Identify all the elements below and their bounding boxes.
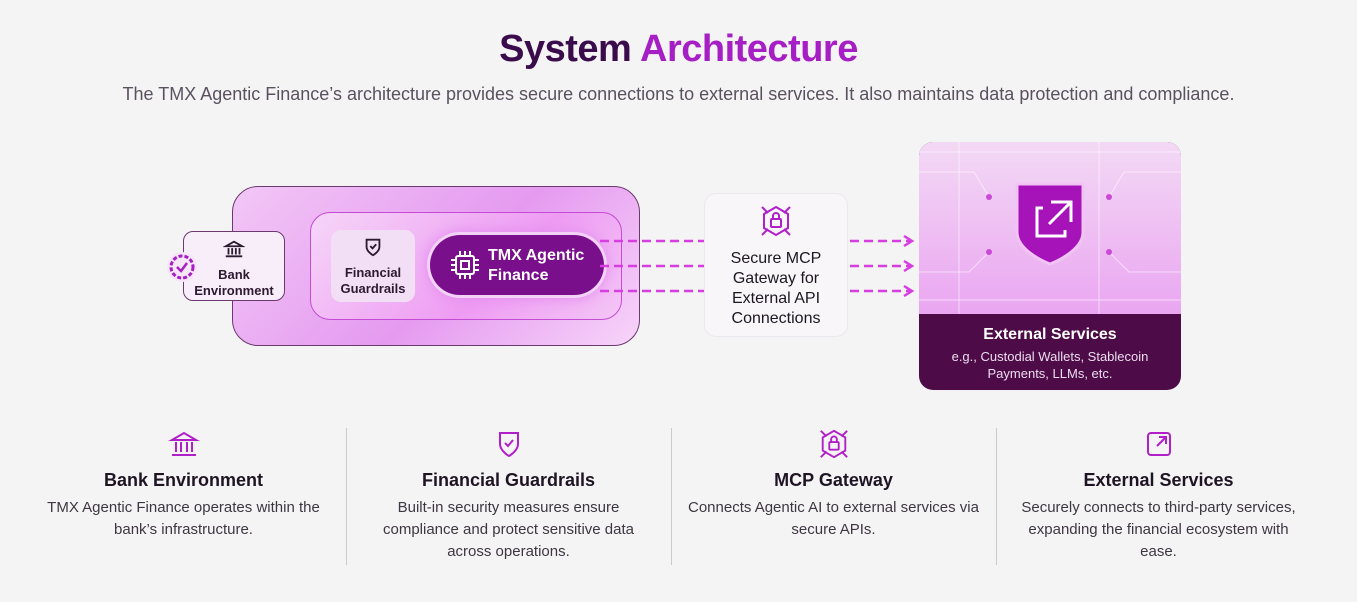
feature-desc: Connects Agentic AI to external services… bbox=[688, 499, 979, 538]
title-accent: Architecture bbox=[640, 28, 858, 70]
feature-external-services: External Services Securely connects to t… bbox=[996, 428, 1321, 563]
mcp-gateway-card: Secure MCP Gateway for External API Conn… bbox=[704, 193, 848, 337]
bank-label: Bank Environment bbox=[194, 267, 274, 298]
feature-title: External Services bbox=[1083, 470, 1234, 490]
feature-title: Financial Guardrails bbox=[421, 470, 596, 490]
bank-environment-card: Bank Environment bbox=[183, 231, 285, 301]
external-link-icon bbox=[1035, 200, 1073, 238]
lock-network-icon bbox=[761, 205, 791, 237]
title-main: System bbox=[499, 28, 632, 70]
external-services-desc: e.g., Custodial Wallets, Stablecoin Paym… bbox=[951, 349, 1149, 381]
feature-title: MCP Gateway bbox=[774, 470, 893, 490]
external-services-card: External Services e.g., Custodial Wallet… bbox=[919, 142, 1181, 390]
divider bbox=[671, 428, 672, 565]
divider bbox=[346, 428, 347, 565]
lock-network-icon bbox=[819, 429, 848, 459]
chip-icon bbox=[451, 251, 479, 279]
verified-badge-icon bbox=[167, 252, 197, 282]
page-title: System Architecture bbox=[0, 28, 1357, 71]
guardrails-label: Financial Guardrails bbox=[340, 265, 406, 296]
shield-check-icon bbox=[498, 432, 519, 458]
bank-icon bbox=[222, 240, 246, 258]
connection-arrows bbox=[600, 234, 915, 298]
shield-check-icon bbox=[365, 238, 381, 257]
feature-desc: TMX Agentic Finance operates within the … bbox=[47, 499, 320, 538]
tmx-agentic-finance-pill: TMX Agentic Finance bbox=[430, 235, 604, 295]
bank-icon bbox=[167, 431, 200, 456]
feature-desc: Built-in security measures ensure compli… bbox=[383, 499, 634, 560]
external-services-title: External Services bbox=[983, 326, 1117, 343]
external-services-visual bbox=[919, 142, 1181, 314]
tmx-label: TMX Agentic Finance bbox=[488, 247, 585, 284]
feature-desc: Securely connects to third-party service… bbox=[1021, 499, 1296, 560]
feature-title: Bank Environment bbox=[103, 470, 264, 490]
divider bbox=[996, 428, 997, 565]
feature-mcp-gateway: MCP Gateway Connects Agentic AI to exter… bbox=[671, 428, 996, 541]
external-link-icon bbox=[1146, 432, 1171, 456]
feature-financial-guardrails: Financial Guardrails Built-in security m… bbox=[346, 428, 671, 563]
circuit-decoration bbox=[919, 142, 1181, 314]
financial-guardrails-card: Financial Guardrails bbox=[331, 230, 415, 302]
feature-bank-environment: Bank Environment TMX Agentic Finance ope… bbox=[21, 428, 346, 541]
gateway-label: Secure MCP Gateway for External API Conn… bbox=[730, 250, 822, 327]
page-subtitle: The TMX Agentic Finance’s architecture p… bbox=[122, 84, 1235, 104]
